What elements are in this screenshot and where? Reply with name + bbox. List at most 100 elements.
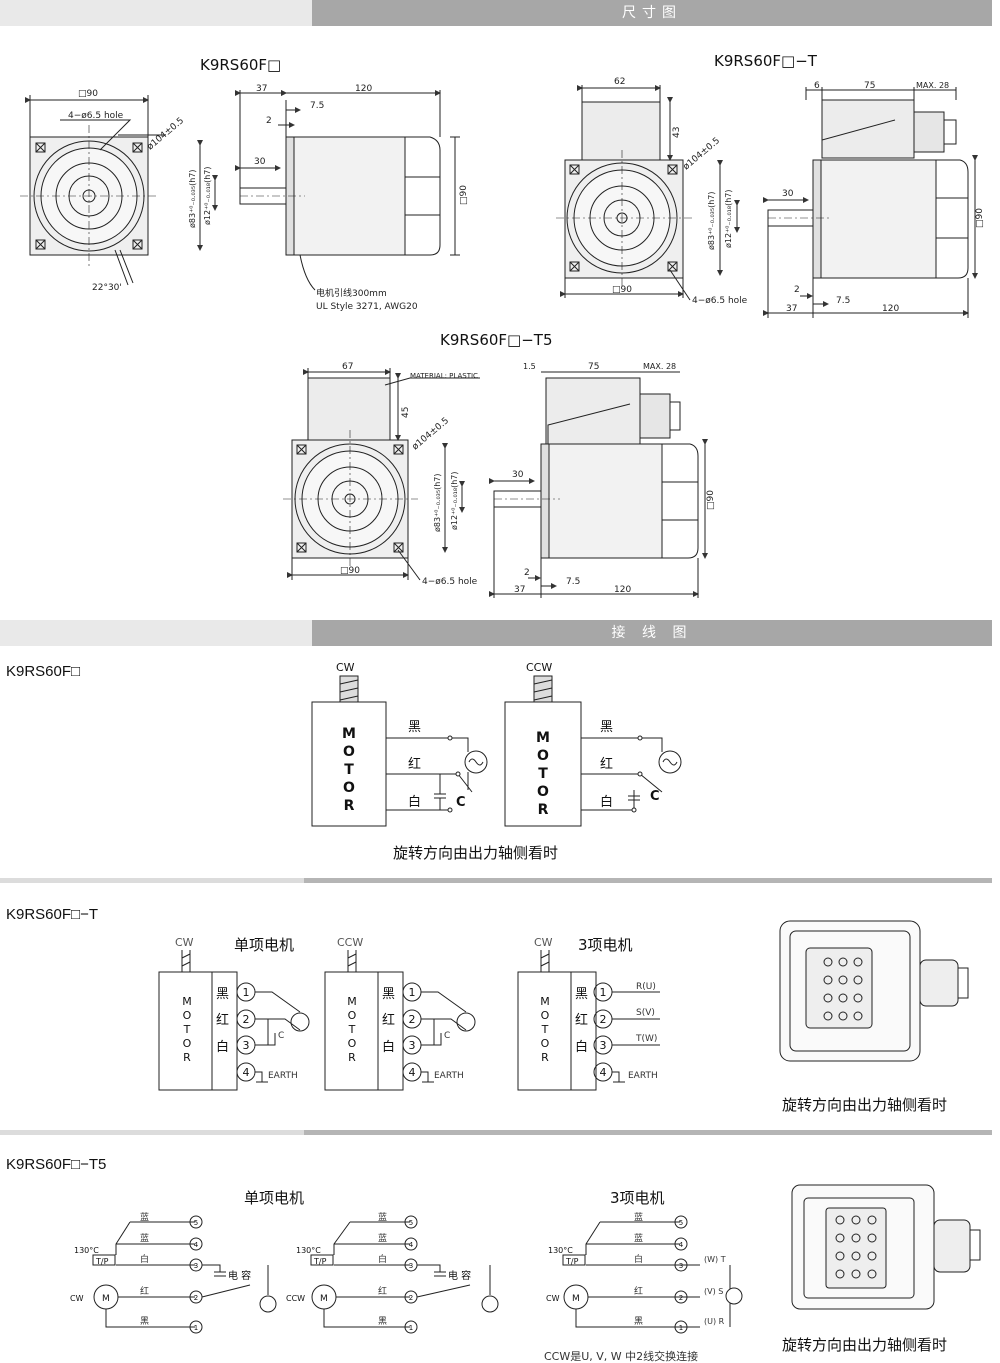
motor-letter: T: [344, 762, 354, 778]
terminal-number: 3: [243, 1039, 250, 1052]
svg-text:67: 67: [342, 362, 353, 372]
svg-text:ø12⁺⁰₋₀.₀₁₈(h7): ø12⁺⁰₋₀.₀₁₈(h7): [203, 167, 212, 226]
terminal-number: 1: [600, 986, 607, 999]
svg-text:ø104±0.5: ø104±0.5: [411, 416, 452, 452]
svg-text:S(V): S(V): [636, 1008, 655, 1018]
svg-text:旋转方向由出力轴侧看时: 旋转方向由出力轴侧看时: [782, 1336, 947, 1354]
svg-text:红: 红: [634, 1285, 643, 1297]
svg-text:黑: 黑: [216, 987, 229, 1002]
svg-text:2: 2: [266, 116, 272, 126]
section-divider: [0, 878, 992, 883]
svg-text:□90: □90: [340, 566, 360, 576]
terminal-number: 3: [409, 1262, 413, 1270]
svg-text:□90: □90: [612, 285, 632, 295]
svg-text:30: 30: [254, 157, 266, 167]
svg-text:电 容: 电 容: [448, 1269, 471, 1282]
svg-text:30: 30: [782, 189, 794, 199]
terminal-number: 3: [600, 1039, 607, 1052]
terminal-number: 3: [409, 1039, 416, 1052]
svg-text:红: 红: [382, 1012, 395, 1028]
terminal-number: 2: [409, 1013, 416, 1026]
motor-letter: R: [183, 1051, 191, 1064]
svg-text:蓝: 蓝: [634, 1211, 643, 1223]
svg-text:37: 37: [514, 585, 525, 595]
svg-text:(V) S: (V) S: [704, 1287, 723, 1296]
terminal-number: 1: [409, 1324, 413, 1332]
svg-text:EARTH: EARTH: [628, 1071, 658, 1081]
motor-letter: T: [348, 1023, 356, 1036]
terminal-number: 5: [409, 1219, 413, 1227]
svg-text:4−ø6.5 hole: 4−ø6.5 hole: [68, 111, 124, 121]
terminal-number: 5: [679, 1219, 683, 1227]
svg-text:单项电机: 单项电机: [244, 1189, 304, 1207]
svg-text:3项电机: 3项电机: [610, 1189, 665, 1207]
motor-letter: O: [537, 784, 549, 800]
svg-text:MATERIAL: PLASTIC: MATERIAL: PLASTIC: [410, 372, 478, 380]
svg-text:白: 白: [382, 1039, 395, 1055]
svg-text:CCW: CCW: [337, 936, 363, 949]
svg-text:单项电机: 单项电机: [234, 936, 294, 954]
svg-text:30: 30: [512, 470, 524, 480]
svg-text:T/P: T/P: [565, 1257, 579, 1266]
svg-text:白: 白: [378, 1253, 387, 1265]
motor-letter: T: [183, 1023, 191, 1036]
svg-text:黑: 黑: [408, 720, 421, 735]
svg-text:43: 43: [672, 127, 682, 138]
svg-text:37: 37: [786, 304, 797, 314]
svg-text:蓝: 蓝: [378, 1211, 387, 1223]
svg-text:T(W): T(W): [635, 1034, 657, 1044]
svg-text:120: 120: [882, 304, 899, 314]
terminal-number: 5: [194, 1219, 198, 1227]
dimension-drawing-header: 尺寸图: [0, 0, 1000, 26]
svg-text:ø104±0.5: ø104±0.5: [146, 116, 187, 152]
svg-text:C: C: [456, 795, 466, 810]
terminal-number: 1: [243, 986, 250, 999]
svg-text:蓝: 蓝: [140, 1211, 149, 1223]
terminal-number: 4: [409, 1241, 414, 1249]
svg-text:旋转方向由出力轴侧看时: 旋转方向由出力轴侧看时: [393, 844, 558, 862]
motor-letter: O: [348, 1009, 357, 1022]
svg-text:MAX. 28: MAX. 28: [916, 81, 949, 90]
svg-text:旋转方向由出力轴侧看时: 旋转方向由出力轴侧看时: [782, 1096, 947, 1114]
svg-text:C: C: [444, 1031, 450, 1041]
motor-letter: O: [183, 1037, 192, 1050]
terminal-number: 4: [194, 1241, 199, 1249]
svg-text:7.5: 7.5: [836, 296, 850, 306]
svg-text:白: 白: [600, 794, 613, 810]
terminal-number: 4: [409, 1066, 416, 1079]
svg-text:红: 红: [600, 756, 613, 772]
svg-text:EARTH: EARTH: [268, 1071, 298, 1081]
wiring-base-cw: [311, 675, 488, 827]
wiring-t-three-phase: [517, 950, 660, 1091]
svg-text:CCW: CCW: [286, 1294, 305, 1303]
svg-text:黑: 黑: [634, 1316, 643, 1327]
terminal-number: 1: [679, 1324, 683, 1332]
svg-text:130°C: 130°C: [548, 1246, 573, 1255]
svg-text:2: 2: [794, 285, 800, 295]
svg-text:红: 红: [408, 756, 421, 772]
svg-text:75: 75: [588, 362, 599, 372]
motor-letter: O: [343, 744, 355, 760]
svg-text:2: 2: [524, 568, 530, 578]
terminal-number: 4: [600, 1066, 607, 1079]
svg-text:75: 75: [864, 81, 875, 91]
motor-letter: M: [182, 995, 192, 1008]
motor-letter: M: [540, 995, 550, 1008]
svg-text:M: M: [320, 1294, 328, 1304]
svg-text:CW: CW: [336, 661, 355, 674]
svg-text:白: 白: [634, 1253, 643, 1265]
svg-text:M: M: [572, 1294, 580, 1304]
svg-text:62: 62: [614, 77, 625, 87]
model-title-t: K9RS60F□−T: [714, 52, 818, 70]
wiring-t5-three-phase: [562, 1215, 743, 1334]
front-view-base: [20, 95, 165, 286]
svg-text:130°C: 130°C: [74, 1246, 99, 1255]
svg-text:CW: CW: [70, 1294, 84, 1303]
svg-text:7.5: 7.5: [310, 101, 324, 111]
svg-text:红: 红: [216, 1012, 229, 1028]
wiring-t-single-ccw: [324, 950, 476, 1091]
motor-letter: R: [541, 1051, 549, 1064]
terminal-box-t5: [791, 1184, 981, 1310]
svg-text:C: C: [278, 1031, 284, 1041]
model-title-t5: K9RS60F□−T5: [440, 331, 553, 349]
